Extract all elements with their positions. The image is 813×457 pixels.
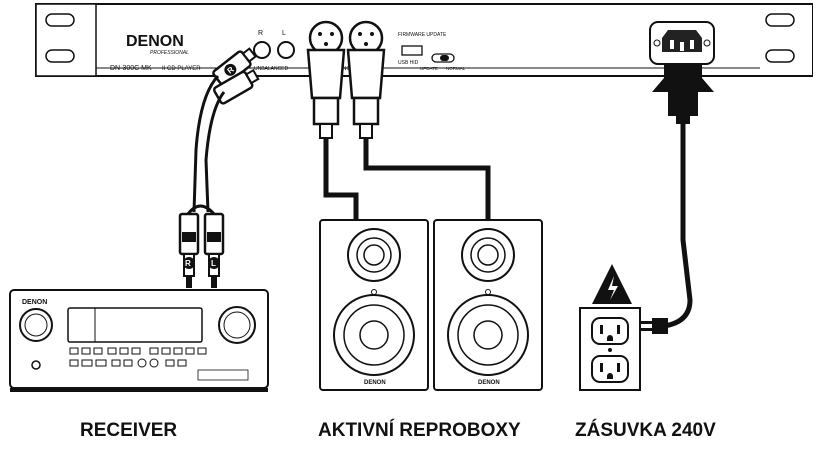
balanced-label: BALANCED bbox=[330, 66, 357, 72]
receiver-unit: DENON bbox=[9, 289, 269, 392]
xlr-plug-right bbox=[346, 48, 386, 100]
rca-cable: R R L bbox=[178, 47, 260, 288]
wall-outlet bbox=[579, 264, 641, 391]
rack-ear-slot bbox=[45, 49, 75, 63]
headphone-jack bbox=[31, 360, 41, 370]
caption-receiver: RECEIVER bbox=[80, 420, 178, 441]
jack-label-l: L bbox=[282, 30, 286, 37]
caption-outlet: ZÁSUVKA 240V bbox=[575, 420, 716, 441]
speaker-left-brand: DENON bbox=[364, 380, 386, 386]
rack-ear-slot bbox=[45, 13, 75, 27]
plug-label-l: L bbox=[211, 259, 216, 268]
rca-jack-left bbox=[277, 41, 295, 59]
update-label: UPDATE bbox=[420, 66, 438, 71]
caption-speakers: AKTIVNÍ REPROBOXY bbox=[318, 420, 521, 441]
outlet-socket-bottom bbox=[591, 355, 629, 383]
xlr-plug-left bbox=[306, 48, 346, 100]
svg-text:R: R bbox=[226, 65, 236, 76]
receiver-display bbox=[67, 307, 203, 343]
unbalanced-label: UNBALANCED bbox=[254, 66, 289, 72]
speaker-right: DENON bbox=[433, 219, 543, 391]
plug-label-r: R bbox=[185, 259, 191, 268]
player-model-suffix: II CD PLAYER bbox=[162, 66, 201, 72]
normal-label: NORMAL bbox=[446, 66, 466, 71]
speaker-left: DENON bbox=[319, 219, 429, 391]
power-cable bbox=[640, 64, 714, 334]
rca-jack-right bbox=[253, 41, 271, 59]
speaker-right-brand: DENON bbox=[478, 380, 500, 386]
jack-label-r: R bbox=[258, 30, 263, 37]
rack-ear-slot bbox=[765, 49, 795, 63]
outlet-socket-top bbox=[591, 317, 629, 345]
player-model: DN-300C MK bbox=[110, 65, 152, 72]
cd-player-rear-panel: DENON PROFESSIONAL DN-300C MK II CD PLAY… bbox=[35, 3, 813, 77]
xlr-cables bbox=[306, 20, 491, 222]
usb-label: USB HID bbox=[398, 60, 419, 66]
player-brand: DENON bbox=[126, 33, 184, 50]
receiver-brand: DENON bbox=[22, 299, 47, 306]
firmware-label: FIRMWARE UPDATE bbox=[398, 32, 447, 38]
player-sub-brand: PROFESSIONAL bbox=[150, 50, 189, 56]
rack-ear-slot bbox=[765, 13, 795, 27]
usb-port bbox=[401, 45, 423, 56]
